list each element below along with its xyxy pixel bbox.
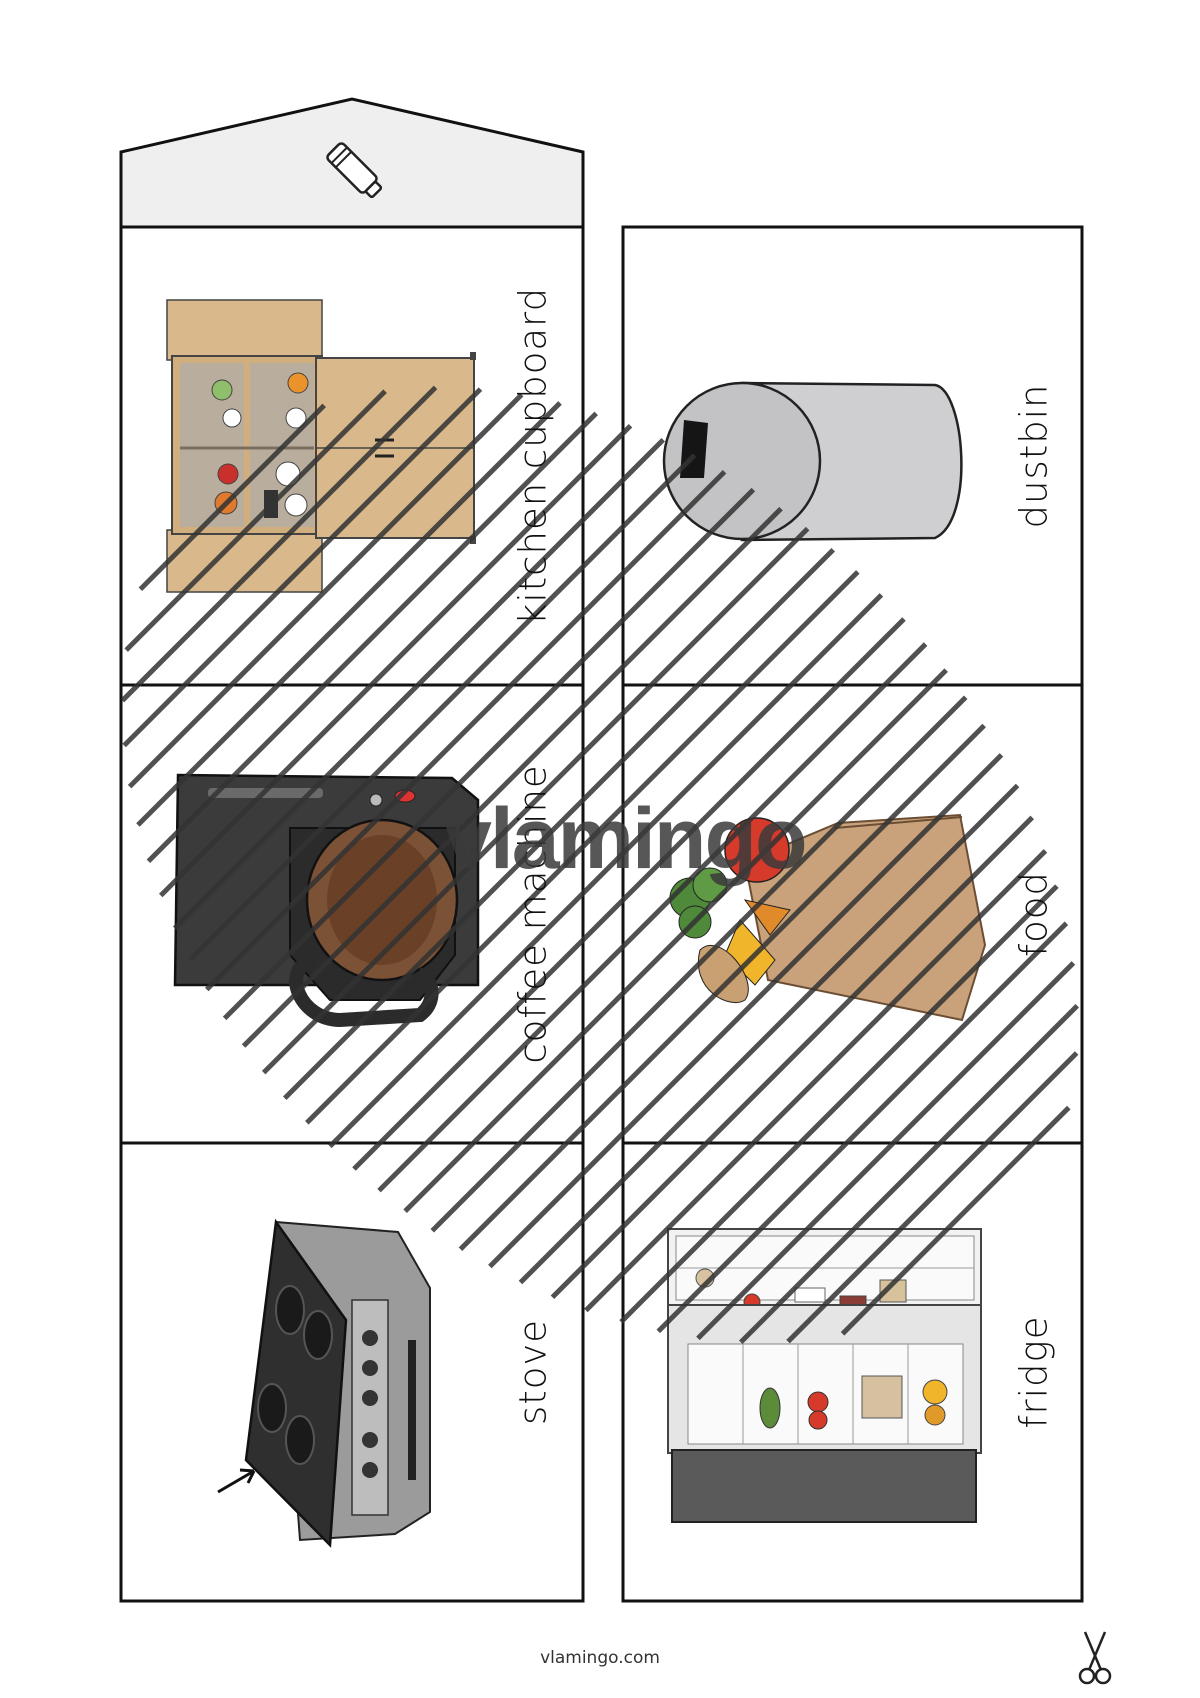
fridge-icon bbox=[667, 1228, 982, 1523]
card-label-food: food bbox=[1012, 871, 1056, 957]
card-label-dustbin: dustbin bbox=[1012, 383, 1056, 529]
hatch-line bbox=[352, 617, 906, 1171]
hatch-line bbox=[430, 695, 968, 1233]
hatch-line bbox=[786, 1051, 1079, 1344]
hatch-line bbox=[127, 392, 524, 789]
card-label-stove: stove bbox=[511, 1318, 555, 1426]
hatch-line bbox=[738, 1003, 1080, 1345]
hatch-line bbox=[158, 423, 633, 898]
hatch-line bbox=[222, 487, 756, 1021]
hatch-line bbox=[656, 921, 1069, 1334]
hatch-line bbox=[619, 884, 1059, 1324]
card-frames bbox=[119, 225, 1084, 1603]
hatch-line bbox=[204, 469, 727, 992]
hatch-line bbox=[518, 783, 1020, 1285]
hatch-line bbox=[188, 453, 697, 962]
hatch-line bbox=[840, 1105, 1071, 1336]
hatch-line bbox=[377, 642, 928, 1193]
kitchen-cupboard-icon bbox=[166, 299, 476, 593]
hatch-line bbox=[403, 668, 948, 1213]
hatch-line bbox=[124, 389, 387, 652]
hatch-line bbox=[122, 387, 483, 748]
hatch-line bbox=[550, 815, 1035, 1300]
scissors-icon bbox=[1078, 1631, 1112, 1685]
hatch-line bbox=[584, 849, 1048, 1313]
hatch-line bbox=[241, 506, 783, 1048]
hatch-line bbox=[261, 526, 810, 1075]
watermark-logo: vlamingo bbox=[444, 791, 808, 887]
dustbin-icon bbox=[662, 381, 963, 542]
hatch-line bbox=[136, 401, 562, 827]
hatch-line bbox=[138, 403, 326, 591]
hatch-line bbox=[458, 723, 986, 1251]
hatch-line bbox=[305, 570, 860, 1125]
hatch-line bbox=[282, 547, 835, 1100]
hatch-line bbox=[146, 411, 598, 863]
hatch-line bbox=[696, 961, 1076, 1341]
hatch-line bbox=[120, 385, 438, 703]
card-label-kitchen-cupboard: kitchen cupboard bbox=[511, 286, 555, 626]
glue-stick-icon bbox=[326, 142, 383, 199]
watermark-hatch bbox=[120, 385, 1080, 1345]
stove-icon bbox=[217, 1218, 431, 1548]
hatch-line bbox=[328, 593, 884, 1149]
footer-url: vlamingo.com bbox=[540, 1648, 660, 1668]
hatch-line bbox=[488, 753, 1004, 1269]
hatch-line bbox=[172, 437, 666, 931]
card-label-fridge: fridge bbox=[1012, 1315, 1056, 1429]
